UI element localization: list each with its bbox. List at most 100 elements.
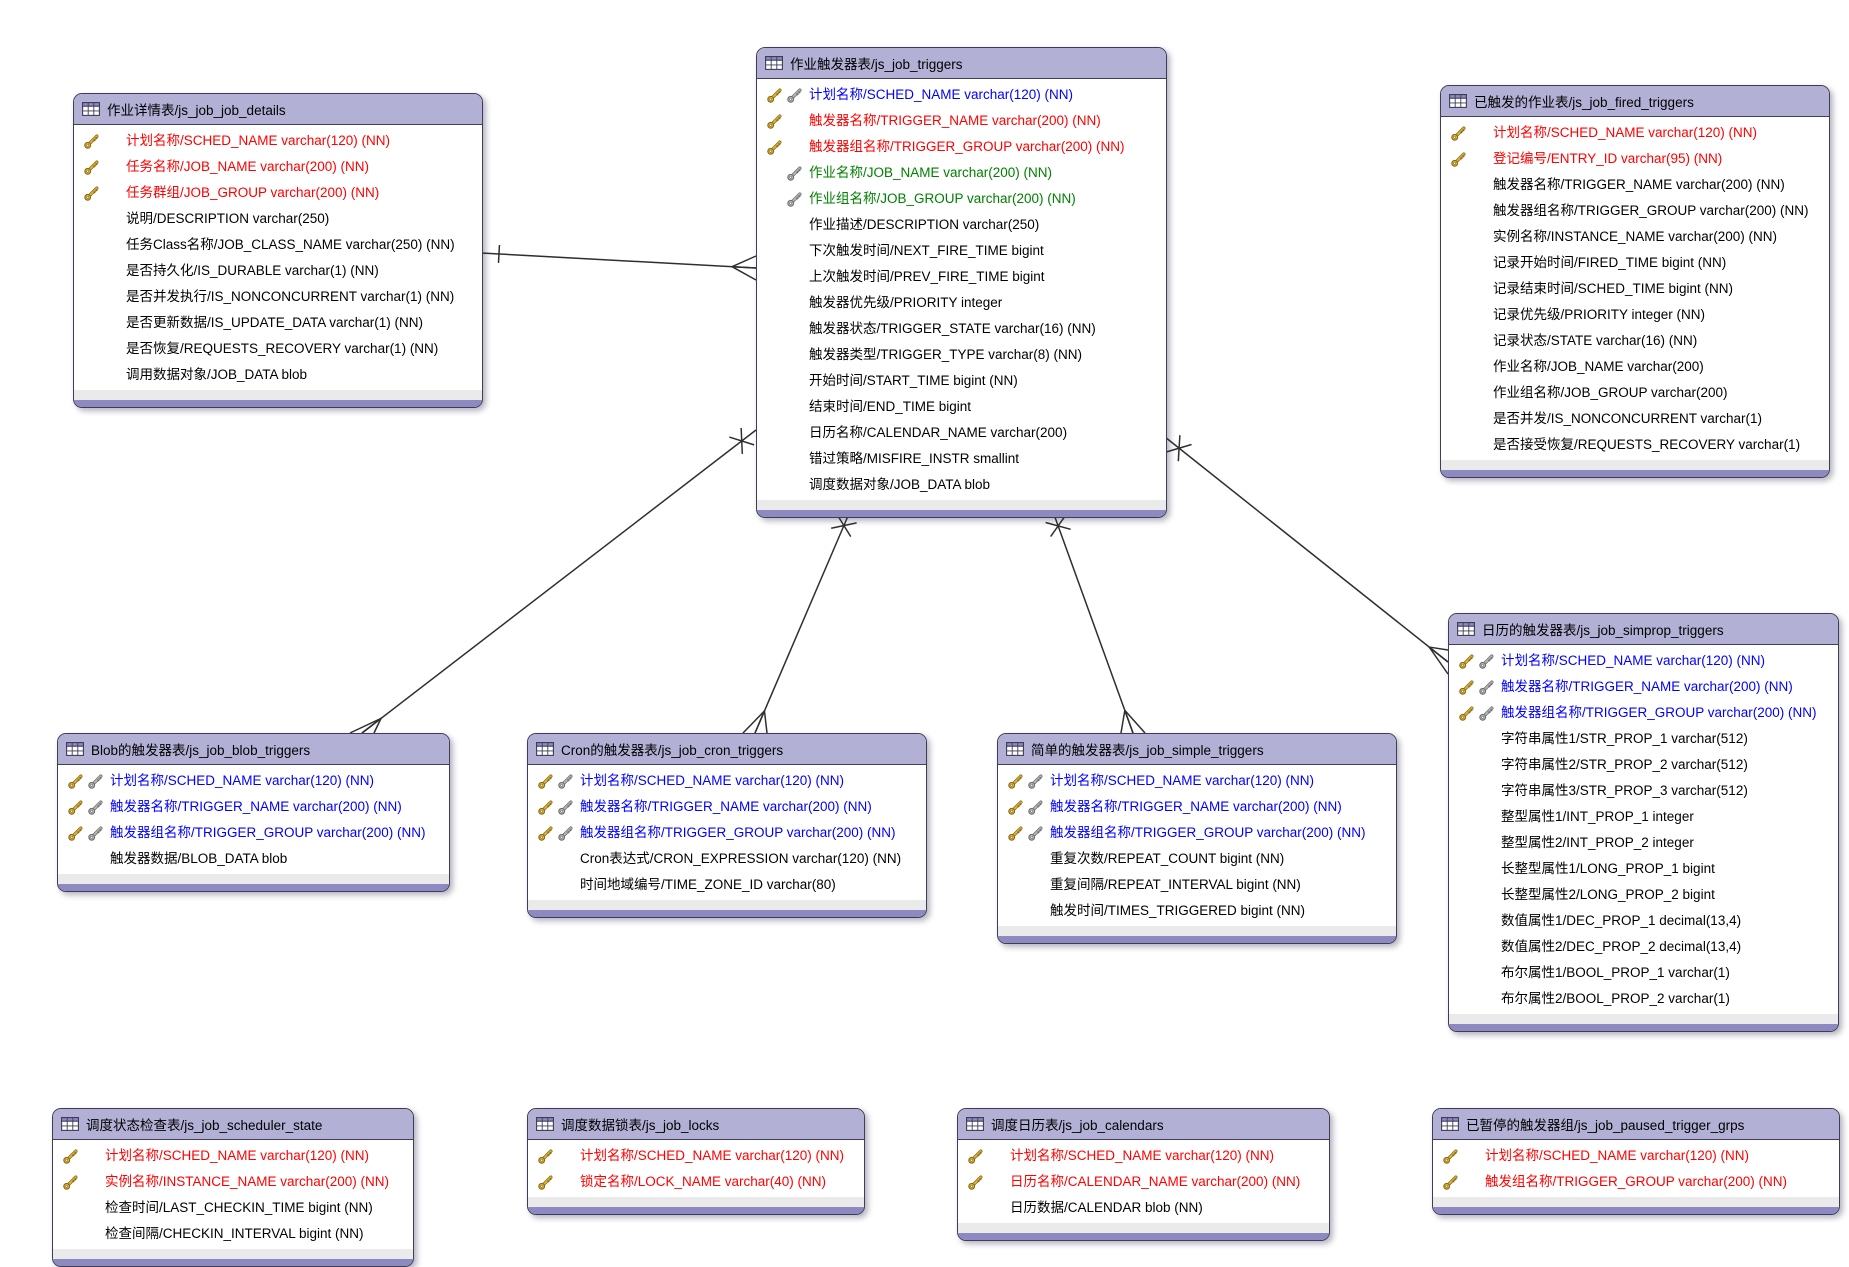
table-header[interactable]: 日历的触发器表/js_job_simprop_triggers [1449,614,1838,645]
column-row[interactable]: 任务Class名称/JOB_CLASS_NAME varchar(250) (N… [74,232,482,258]
table-header[interactable]: 简单的触发器表/js_job_simple_triggers [998,734,1396,765]
column-row[interactable]: 作业组名称/JOB_GROUP varchar(200) (NN) [757,186,1166,212]
column-row[interactable]: 作业组名称/JOB_GROUP varchar(200) [1441,380,1829,406]
column-row[interactable]: 计划名称/SCHED_NAME varchar(120) (NN) [998,768,1396,794]
table-header[interactable]: 调度数据锁表/js_job_locks [528,1109,864,1140]
column-row[interactable]: 日历名称/CALENDAR_NAME varchar(200) (NN) [958,1169,1329,1195]
column-row[interactable]: 计划名称/SCHED_NAME varchar(120) (NN) [528,768,926,794]
column-row[interactable]: 长整型属性1/LONG_PROP_1 bigint [1449,856,1838,882]
column-row[interactable]: 长整型属性2/LONG_PROP_2 bigint [1449,882,1838,908]
table-scheduler_state[interactable]: 调度状态检查表/js_job_scheduler_state 计划名称/SCHED… [52,1108,414,1267]
column-row[interactable]: 实例名称/INSTANCE_NAME varchar(200) (NN) [1441,224,1829,250]
column-row[interactable]: 上次触发时间/PREV_FIRE_TIME bigint [757,264,1166,290]
column-row[interactable]: 计划名称/SCHED_NAME varchar(120) (NN) [74,128,482,154]
column-row[interactable]: 重复间隔/REPEAT_INTERVAL bigint (NN) [998,872,1396,898]
column-row[interactable]: 开始时间/START_TIME bigint (NN) [757,368,1166,394]
column-row[interactable]: 任务名称/JOB_NAME varchar(200) (NN) [74,154,482,180]
table-header[interactable]: 调度状态检查表/js_job_scheduler_state [53,1109,413,1140]
relationship-line[interactable] [1164,435,1449,675]
column-row[interactable]: 检查时间/LAST_CHECKIN_TIME bigint (NN) [53,1195,413,1221]
table-calendars[interactable]: 调度日历表/js_job_calendars 计划名称/SCHED_NAME va… [957,1108,1330,1241]
table-paused_trigger_grps[interactable]: 已暂停的触发器组/js_job_paused_trigger_grps 计划名称/… [1432,1108,1840,1215]
table-header[interactable]: Blob的触发器表/js_job_blob_triggers [58,734,449,765]
column-row[interactable]: 字符串属性3/STR_PROP_3 varchar(512) [1449,778,1838,804]
column-row[interactable]: 计划名称/SCHED_NAME varchar(120) (NN) [1441,120,1829,146]
column-row[interactable]: 字符串属性1/STR_PROP_1 varchar(512) [1449,726,1838,752]
table-fired_triggers[interactable]: 已触发的作业表/js_job_fired_triggers 计划名称/SCHED_… [1440,85,1830,478]
column-row[interactable]: 记录优先级/PRIORITY integer (NN) [1441,302,1829,328]
column-row[interactable]: 作业描述/DESCRIPTION varchar(250) [757,212,1166,238]
column-row[interactable]: 日历名称/CALENDAR_NAME varchar(200) [757,420,1166,446]
column-row[interactable]: 触发器名称/TRIGGER_NAME varchar(200) (NN) [1441,172,1829,198]
column-row[interactable]: 数值属性2/DEC_PROP_2 decimal(13,4) [1449,934,1838,960]
column-row[interactable]: 错过策略/MISFIRE_INSTR smallint [757,446,1166,472]
column-row[interactable]: 布尔属性1/BOOL_PROP_1 varchar(1) [1449,960,1838,986]
table-header[interactable]: 作业触发器表/js_job_triggers [757,48,1166,79]
column-row[interactable]: 布尔属性2/BOOL_PROP_2 varchar(1) [1449,986,1838,1012]
column-row[interactable]: 是否恢复/REQUESTS_RECOVERY varchar(1) (NN) [74,336,482,362]
table-simprop_triggers[interactable]: 日历的触发器表/js_job_simprop_triggers 计划名称/SCHE… [1448,613,1839,1032]
column-row[interactable]: 是否并发/IS_NONCONCURRENT varchar(1) [1441,406,1829,432]
column-row[interactable]: 记录状态/STATE varchar(16) (NN) [1441,328,1829,354]
column-row[interactable]: 触发器名称/TRIGGER_NAME varchar(200) (NN) [1449,674,1838,700]
column-row[interactable]: 触发时间/TIMES_TRIGGERED bigint (NN) [998,898,1396,924]
table-header[interactable]: 调度日历表/js_job_calendars [958,1109,1329,1140]
table-header[interactable]: 已触发的作业表/js_job_fired_triggers [1441,86,1829,117]
column-row[interactable]: 计划名称/SCHED_NAME varchar(120) (NN) [53,1143,413,1169]
table-header[interactable]: 已暂停的触发器组/js_job_paused_trigger_grps [1433,1109,1839,1140]
table-job_details[interactable]: 作业详情表/js_job_job_details 计划名称/SCHED_NAME … [73,93,483,408]
column-row[interactable]: 记录开始时间/FIRED_TIME bigint (NN) [1441,250,1829,276]
column-row[interactable]: 触发组名称/TRIGGER_GROUP varchar(200) (NN) [1433,1169,1839,1195]
column-row[interactable]: 数值属性1/DEC_PROP_1 decimal(13,4) [1449,908,1838,934]
column-row[interactable]: 计划名称/SCHED_NAME varchar(120) (NN) [528,1143,864,1169]
column-row[interactable]: 字符串属性2/STR_PROP_2 varchar(512) [1449,752,1838,778]
column-row[interactable]: 触发器组名称/TRIGGER_GROUP varchar(200) (NN) [1441,198,1829,224]
column-row[interactable]: 作业名称/JOB_NAME varchar(200) [1441,354,1829,380]
column-row[interactable]: 计划名称/SCHED_NAME varchar(120) (NN) [1433,1143,1839,1169]
column-row[interactable]: 触发器状态/TRIGGER_STATE varchar(16) (NN) [757,316,1166,342]
column-row[interactable]: 计划名称/SCHED_NAME varchar(120) (NN) [58,768,449,794]
column-row[interactable]: 触发器组名称/TRIGGER_GROUP varchar(200) (NN) [528,820,926,846]
column-row[interactable]: 触发器名称/TRIGGER_NAME varchar(200) (NN) [998,794,1396,820]
column-row[interactable]: 重复次数/REPEAT_COUNT bigint (NN) [998,846,1396,872]
column-row[interactable]: 日历数据/CALENDAR blob (NN) [958,1195,1329,1221]
column-row[interactable]: 是否持久化/IS_DURABLE varchar(1) (NN) [74,258,482,284]
column-row[interactable]: 触发器数据/BLOB_DATA blob [58,846,449,872]
table-triggers[interactable]: 作业触发器表/js_job_triggers 计划名称/SCHED_NAME va… [756,47,1167,518]
column-row[interactable]: 登记编号/ENTRY_ID varchar(95) (NN) [1441,146,1829,172]
column-row[interactable]: 触发器优先级/PRIORITY integer [757,290,1166,316]
column-row[interactable]: 下次触发时间/NEXT_FIRE_TIME bigint [757,238,1166,264]
column-row[interactable]: 实例名称/INSTANCE_NAME varchar(200) (NN) [53,1169,413,1195]
column-row[interactable]: 触发器组名称/TRIGGER_GROUP varchar(200) (NN) [998,820,1396,846]
column-row[interactable]: 作业名称/JOB_NAME varchar(200) (NN) [757,160,1166,186]
column-row[interactable]: 计划名称/SCHED_NAME varchar(120) (NN) [958,1143,1329,1169]
column-row[interactable]: 是否并发执行/IS_NONCONCURRENT varchar(1) (NN) [74,284,482,310]
column-row[interactable]: 计划名称/SCHED_NAME varchar(120) (NN) [1449,648,1838,674]
column-row[interactable]: 是否更新数据/IS_UPDATE_DATA varchar(1) (NN) [74,310,482,336]
column-row[interactable]: 结束时间/END_TIME bigint [757,394,1166,420]
relationship-line[interactable] [742,508,857,734]
column-row[interactable]: 检查间隔/CHECKIN_INTERVAL bigint (NN) [53,1221,413,1247]
column-row[interactable]: Cron表达式/CRON_EXPRESSION varchar(120) (NN… [528,846,926,872]
table-header[interactable]: Cron的触发器表/js_job_cron_triggers [528,734,926,765]
column-row[interactable]: 整型属性2/INT_PROP_2 integer [1449,830,1838,856]
column-row[interactable]: 锁定名称/LOCK_NAME varchar(40) (NN) [528,1169,864,1195]
column-row[interactable]: 整型属性1/INT_PROP_1 integer [1449,804,1838,830]
column-row[interactable]: 触发器名称/TRIGGER_NAME varchar(200) (NN) [528,794,926,820]
column-row[interactable]: 计划名称/SCHED_NAME varchar(120) (NN) [757,82,1166,108]
table-locks[interactable]: 调度数据锁表/js_job_locks 计划名称/SCHED_NAME varch… [527,1108,865,1215]
column-row[interactable]: 触发器类型/TRIGGER_TYPE varchar(8) (NN) [757,342,1166,368]
column-row[interactable]: 说明/DESCRIPTION varchar(250) [74,206,482,232]
column-row[interactable]: 调用数据对象/JOB_DATA blob [74,362,482,388]
column-row[interactable]: 时间地域编号/TIME_ZONE_ID varchar(80) [528,872,926,898]
table-cron_triggers[interactable]: Cron的触发器表/js_job_cron_triggers 计划名称/SCHED… [527,733,927,918]
column-row[interactable]: 触发器组名称/TRIGGER_GROUP varchar(200) (NN) [757,134,1166,160]
column-row[interactable]: 触发器名称/TRIGGER_NAME varchar(200) (NN) [58,794,449,820]
column-row[interactable]: 触发器组名称/TRIGGER_GROUP varchar(200) (NN) [1449,700,1838,726]
relationship-line[interactable] [480,244,757,281]
column-row[interactable]: 记录结束时间/SCHED_TIME bigint (NN) [1441,276,1829,302]
table-simple_triggers[interactable]: 简单的触发器表/js_job_simple_triggers 计划名称/SCHED… [997,733,1397,944]
relationship-line[interactable] [1045,508,1146,734]
table-blob_triggers[interactable]: Blob的触发器表/js_job_blob_triggers 计划名称/SCHED… [57,733,450,892]
table-header[interactable]: 作业详情表/js_job_job_details [74,94,482,125]
